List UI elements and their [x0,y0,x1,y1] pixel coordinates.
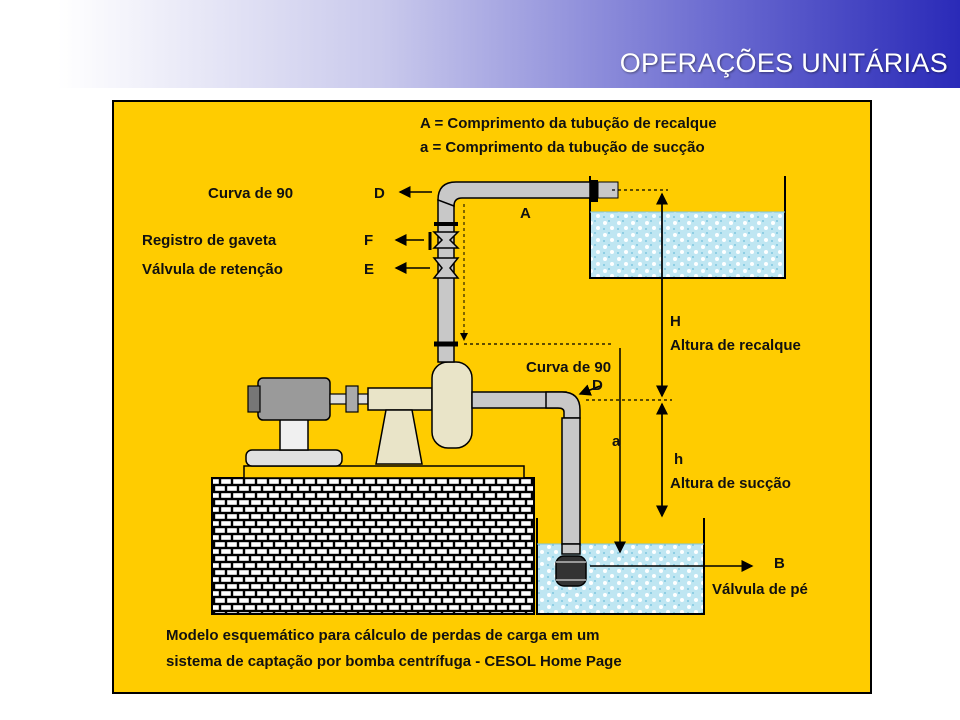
label-altura-recalque: Altura de recalque [670,337,801,354]
label-registro-letter: F [364,232,373,249]
arrow-D-mid [578,384,601,396]
header-bar [0,0,960,88]
legend-a: a = Comprimento da tubução de sucção [420,139,705,156]
pump-base-plate [243,465,525,479]
label-curva-mid: Curva de 90 [526,359,611,376]
label-a: a [612,433,621,450]
coupling [345,385,359,413]
suction-pipe-vertical [561,417,581,545]
label-registro: Registro de gaveta [142,232,277,249]
caption-line-1: Modelo esquemático para cálculo de perda… [166,627,599,644]
label-H: H [670,313,681,330]
label-valvula-pe: Válvula de pé [712,581,808,598]
check-valve [432,257,460,279]
motor-body [257,377,331,421]
pump-system-diagram: A = Comprimento da tubução de recalque a… [112,100,872,694]
label-pipe-A: A [520,205,531,222]
pump-stand [375,409,423,465]
slide-title: OPERAÇÕES UNITÁRIAS [619,48,948,78]
caption-line-2: sistema de captação por bomba centrífuga… [166,653,622,670]
pump-bearing [367,387,433,411]
foot-valve [555,555,587,587]
label-valvula-retencao: Válvula de retenção [142,261,283,278]
label-curva-top: Curva de 90 [208,185,293,202]
label-B: B [774,555,785,572]
upper-tank [589,176,786,279]
gate-valve [432,231,460,249]
legend-A: A = Comprimento da tubução de recalque [420,115,717,132]
label-h: h [674,451,683,468]
pump-volute [431,361,473,449]
brick-base [211,477,535,615]
discharge-outlet-flange [590,180,598,202]
motor-feet [245,449,343,467]
label-altura-succao: Altura de sucção [670,475,791,492]
label-valvula-retencao-letter: E [364,261,374,278]
upper-tank-water [590,212,785,278]
label-curva-top-letter: D [374,185,385,202]
label-curva-mid-letter: D [592,377,603,394]
